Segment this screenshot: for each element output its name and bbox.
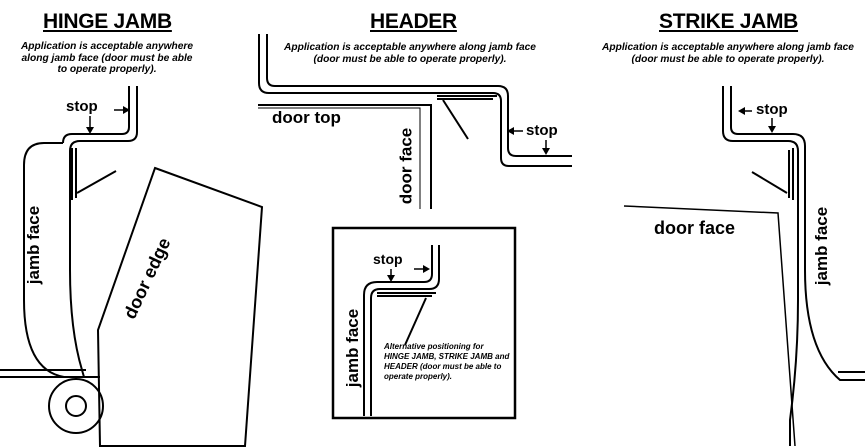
strike-note-line-2: (door must be able to operate properly). xyxy=(631,53,825,65)
inset-note-line-3: HEADER (door must be able to xyxy=(384,362,502,371)
strike-profile-outer xyxy=(722,86,799,446)
inset-profile-inner xyxy=(363,245,433,416)
inset-note: Alternative positioning for HINGE JAMB, … xyxy=(384,342,509,382)
hinge-stop-arrowhead-right xyxy=(123,106,130,114)
strike-jamb-note: Application is acceptable anywhere along… xyxy=(592,42,864,65)
header-stop-arrowhead-down xyxy=(542,148,550,155)
hinge-jamb-title: HINGE JAMB xyxy=(43,10,172,33)
strike-jamb-face-label: jamb face xyxy=(812,206,832,286)
inset-note-line-4: operate properly). xyxy=(384,372,453,381)
header-door-top-label: door top xyxy=(272,108,341,127)
strike-note-line-1: Application is acceptable anywhere along… xyxy=(602,42,854,53)
strike-door-face-label: door face xyxy=(654,218,736,238)
hinge-stop-arrowhead-down xyxy=(86,127,94,134)
hinge-jamb-profile-inner xyxy=(62,86,130,144)
hinge-knuckle-inner xyxy=(65,395,87,417)
strike-seal-fin xyxy=(751,171,788,194)
inset-profile-outer xyxy=(370,245,440,416)
header-note-line-2: (door must be able to operate properly). xyxy=(313,53,507,65)
inset-stop-label: stop xyxy=(373,251,403,267)
hinge-jamb-drawing xyxy=(0,86,264,447)
inset-stop-arrowhead-right xyxy=(423,265,430,273)
strike-profile-inner xyxy=(730,86,865,381)
inset-frame xyxy=(331,226,517,420)
hinge-note-line-1: Application is acceptable anywhere xyxy=(20,41,194,52)
inset-seal-fin xyxy=(404,297,427,346)
inset-drawing xyxy=(331,226,517,420)
header-door-corner-inner xyxy=(258,107,421,209)
header-profile-inner xyxy=(266,34,572,157)
strike-stop-arrowhead-right xyxy=(738,107,745,115)
hinge-stop-label: stop xyxy=(66,98,98,115)
hinge-jamb-face-line xyxy=(6,142,65,378)
hinge-note-line-2: along jamb face (door must be able xyxy=(21,52,193,64)
hinge-note-line-3: to operate properly). xyxy=(57,64,157,75)
strike-jamb-title: STRIKE JAMB xyxy=(659,10,799,33)
hinge-jamb-profile-outer xyxy=(69,86,138,378)
hinge-knuckle-outer xyxy=(48,378,104,434)
inset-stop-arrowhead-down xyxy=(387,275,395,282)
hinge-jamb-face-label: jamb face xyxy=(24,205,44,285)
header-title: HEADER xyxy=(370,10,457,33)
inset-jamb-face-label: jamb face xyxy=(343,308,363,388)
header-drawing xyxy=(258,34,572,209)
inset-note-line-2: HINGE JAMB, STRIKE JAMB and xyxy=(384,352,510,361)
header-note: Application is acceptable anywhere along… xyxy=(270,42,550,65)
strike-door-face-shape xyxy=(623,205,796,447)
header-seal-fin xyxy=(442,99,469,140)
strike-stop-arrowhead-down xyxy=(768,126,776,133)
header-stop-arrowhead-left xyxy=(507,127,514,135)
header-profile-outer xyxy=(258,34,572,167)
hinge-jamb-note: Application is acceptable anywhere along… xyxy=(14,41,200,76)
header-door-corner xyxy=(258,104,432,209)
hinge-seal-fin xyxy=(76,170,117,194)
strike-stop-label: stop xyxy=(756,101,788,118)
strike-jamb-drawing xyxy=(623,86,865,447)
header-door-face-label: door face xyxy=(396,127,416,205)
header-stop-label: stop xyxy=(526,122,558,139)
header-note-line-1: Application is acceptable anywhere along… xyxy=(284,42,536,53)
hinge-door-edge-shape xyxy=(96,166,264,447)
inset-note-line-1: Alternative positioning for xyxy=(384,342,484,351)
